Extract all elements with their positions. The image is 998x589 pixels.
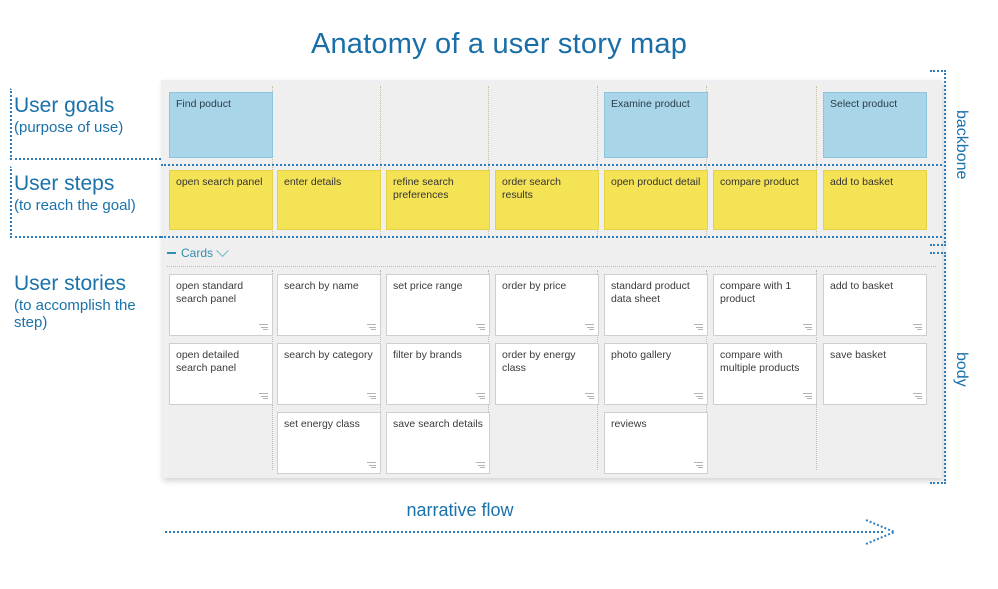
label-backbone: backbone [953, 110, 970, 180]
resize-handle-icon[interactable] [367, 462, 376, 470]
step-card[interactable]: open search panel [169, 170, 273, 230]
story-card[interactable]: compare with 1 product [713, 274, 817, 336]
narrative-flow-label: narrative flow [406, 500, 514, 520]
column-separator [706, 86, 707, 238]
story-card-text: set price range [393, 280, 463, 292]
backbone-bracket [930, 70, 946, 246]
column-separator [380, 86, 381, 238]
resize-handle-icon[interactable] [694, 324, 703, 332]
resize-handle-icon[interactable] [913, 393, 922, 401]
body-zone: open standard search panel search by nam… [161, 240, 942, 478]
goal-card[interactable]: Examine product [604, 92, 708, 158]
goals-steps-separator [161, 164, 942, 166]
narrative-flow-arrowhead [865, 531, 895, 545]
story-card[interactable]: search by name [277, 274, 381, 336]
column-separator [488, 86, 489, 238]
story-card[interactable]: order by energy class [495, 343, 599, 405]
resize-handle-icon[interactable] [476, 462, 485, 470]
resize-handle-icon[interactable] [585, 324, 594, 332]
story-card[interactable]: open standard search panel [169, 274, 273, 336]
narrative-flow-line [165, 531, 883, 533]
label-user-steps: User steps (to reach the goal) [14, 172, 166, 214]
story-card-text: open standard search panel [176, 280, 244, 305]
story-card[interactable]: save search details [386, 412, 490, 474]
step-card[interactable]: compare product [713, 170, 817, 230]
story-card[interactable]: photo gallery [604, 343, 708, 405]
story-card-text: photo gallery [611, 349, 672, 361]
steps-stories-separator [161, 236, 942, 238]
label-user-steps-sub: (to reach the goal) [14, 196, 136, 214]
step-card[interactable]: refine search preferences [386, 170, 490, 230]
story-card[interactable]: search by category [277, 343, 381, 405]
story-card-text: save search details [393, 418, 483, 430]
story-map-board: Find poduct Examine product Select produ… [161, 80, 942, 478]
minus-icon[interactable] [167, 252, 176, 254]
story-card[interactable]: compare with multiple products [713, 343, 817, 405]
story-card-text: standard product data sheet [611, 280, 690, 305]
label-user-goals-title: User goals [14, 94, 115, 117]
story-card-text: compare with multiple products [720, 349, 800, 374]
story-card[interactable]: filter by brands [386, 343, 490, 405]
label-body: body [953, 352, 970, 387]
resize-handle-icon[interactable] [367, 393, 376, 401]
backbone-zone: Find poduct Examine product Select produ… [161, 80, 942, 240]
page-title: Anatomy of a user story map [310, 28, 688, 60]
story-card[interactable]: standard product data sheet [604, 274, 708, 336]
label-user-goals-sub: (purpose of use) [14, 118, 124, 136]
story-card-text: order by price [502, 280, 567, 292]
step-card[interactable]: open product detail [604, 170, 708, 230]
story-card-text: compare with 1 product [720, 280, 792, 305]
label-user-steps-title: User steps [14, 172, 115, 195]
label-user-goals: User goals (purpose of use) [14, 94, 164, 136]
story-card[interactable]: reviews [604, 412, 708, 474]
resize-handle-icon[interactable] [803, 393, 812, 401]
story-card-text: search by category [284, 349, 373, 361]
story-card[interactable]: add to basket [823, 274, 927, 336]
story-card-text: search by name [284, 280, 359, 292]
steps-label-frame [10, 166, 165, 238]
cards-header-underline [167, 266, 936, 267]
story-card[interactable]: set price range [386, 274, 490, 336]
resize-handle-icon[interactable] [585, 393, 594, 401]
step-card[interactable]: order search results [495, 170, 599, 230]
story-card-text: save basket [830, 349, 887, 361]
resize-handle-icon[interactable] [259, 393, 268, 401]
step-card[interactable]: enter details [277, 170, 381, 230]
resize-handle-icon[interactable] [259, 324, 268, 332]
story-card-text: reviews [611, 418, 647, 430]
story-card-text: set energy class [284, 418, 360, 430]
goal-card[interactable]: Select product [823, 92, 927, 158]
story-card-text: filter by brands [393, 349, 462, 361]
resize-handle-icon[interactable] [694, 393, 703, 401]
resize-handle-icon[interactable] [476, 393, 485, 401]
label-user-stories-sub: (to accomplish the step) [14, 296, 136, 332]
story-card-text: open detailed search panel [176, 349, 240, 374]
resize-handle-icon[interactable] [913, 324, 922, 332]
label-user-stories-title: User stories [14, 272, 127, 295]
story-card[interactable]: set energy class [277, 412, 381, 474]
cards-header-label: Cards [181, 246, 214, 260]
column-separator [816, 86, 817, 238]
body-bracket [930, 252, 946, 484]
story-card-text: add to basket [830, 280, 894, 292]
cards-collapse-control[interactable]: Cards [167, 243, 229, 260]
goal-card[interactable]: Find poduct [169, 92, 273, 158]
resize-handle-icon[interactable] [694, 462, 703, 470]
resize-handle-icon[interactable] [367, 324, 376, 332]
label-user-stories: User stories (to accomplish the step) [14, 272, 164, 332]
step-card[interactable]: add to basket [823, 170, 927, 230]
story-card[interactable]: order by price [495, 274, 599, 336]
story-card-text: order by energy class [502, 349, 576, 374]
story-card[interactable]: save basket [823, 343, 927, 405]
goals-label-frame [10, 88, 165, 160]
column-separator [272, 86, 273, 238]
resize-handle-icon[interactable] [803, 324, 812, 332]
column-separator [597, 86, 598, 238]
story-card[interactable]: open detailed search panel [169, 343, 273, 405]
resize-handle-icon[interactable] [476, 324, 485, 332]
